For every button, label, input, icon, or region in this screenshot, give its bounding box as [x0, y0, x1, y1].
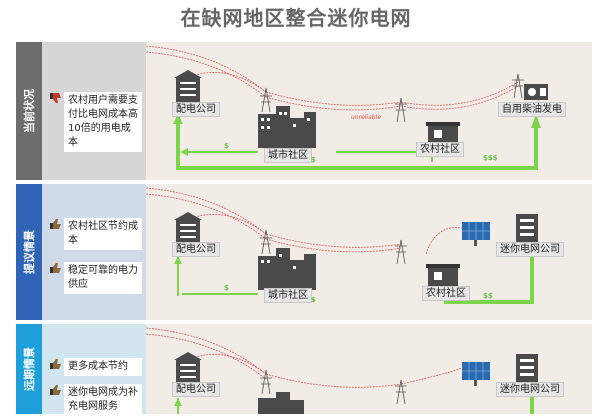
rural-house-icon — [426, 122, 460, 144]
label-utility: 配电公司 — [172, 382, 220, 397]
rural-house-icon — [426, 264, 460, 286]
row-side-label: 提议情景 — [23, 230, 36, 274]
money-label: $ — [224, 142, 229, 150]
note-item: 更多成本节约 — [50, 358, 142, 376]
row-side-bar: 远期情景 — [16, 324, 42, 414]
minigrid-building-icon — [516, 214, 538, 242]
money-label: $ — [311, 156, 316, 164]
transmission-tower-icon — [260, 229, 407, 265]
label-rural: 农村社区 — [416, 142, 464, 157]
transmission-tower-icon — [260, 369, 407, 405]
note-item: 农村社区节约成本 — [50, 218, 142, 250]
thumbs-up-icon — [50, 358, 64, 376]
transmission-tower-icon — [260, 73, 524, 123]
utility-building-icon — [174, 212, 202, 244]
money-label: $ — [224, 284, 229, 292]
scenario-panel: 配电公司 城市社区 农村社区 自用柴油发电 unreliable $ $ $$$ — [146, 42, 592, 180]
row-side-bar: 提议情景 — [16, 184, 42, 320]
solar-panel-icon — [462, 362, 490, 386]
row-side-bar: 当前状况 — [16, 42, 42, 180]
thumbs-up-icon — [50, 384, 64, 416]
scenario-diagram — [146, 187, 538, 304]
utility-building-icon — [174, 352, 202, 384]
row-side-label: 远期情景 — [23, 347, 36, 391]
city-buildings-icon — [258, 392, 304, 414]
note-text: 更多成本节约 — [64, 358, 142, 376]
scenario-diagram — [146, 327, 538, 414]
note-item: 稳定可靠的电力供应 — [50, 262, 142, 294]
row-side-label: 当前状况 — [23, 89, 36, 133]
label-utility: 配电公司 — [172, 102, 220, 117]
label-right: 迷你电网公司 — [496, 382, 564, 397]
row-future-scenario: 远期情景 更多成本节约 迷你电网成为补充电网服务 — [16, 324, 592, 416]
note-item: 农村用户需要支付比电网成本高10倍的用电成本 — [50, 92, 142, 152]
thumbs-up-icon — [50, 262, 64, 294]
money-label: $ — [311, 296, 316, 304]
row-current-situation: 当前状况 农村用户需要支付比电网成本高10倍的用电成本 — [16, 42, 592, 180]
diesel-generator-icon — [524, 84, 548, 100]
note-text: 稳定可靠的电力供应 — [64, 262, 142, 294]
label-right: 自用柴油发电 — [498, 102, 566, 117]
label-utility: 配电公司 — [172, 242, 220, 257]
note-text: 迷你电网成为补充电网服务 — [64, 384, 142, 416]
note-text: 农村用户需要支付比电网成本高10倍的用电成本 — [64, 92, 142, 152]
money-label: $$$ — [483, 154, 498, 162]
note-item: 迷你电网成为补充电网服务 — [50, 384, 142, 416]
scenario-panel: 配电公司 城市社区 农村社区 迷你电网公司 $ $ $$ — [146, 184, 592, 320]
utility-building-icon — [174, 70, 202, 102]
thumbs-up-icon — [50, 218, 64, 250]
row-notes: 农村用户需要支付比电网成本高10倍的用电成本 — [42, 42, 146, 180]
thumbs-down-icon — [50, 92, 64, 152]
scenario-diagram — [146, 45, 548, 170]
row-notes: 更多成本节约 迷你电网成为补充电网服务 — [42, 324, 146, 416]
note-text: 农村社区节约成本 — [64, 218, 142, 250]
label-city: 城市社区 — [264, 288, 312, 303]
row-notes: 农村社区节约成本 稳定可靠的电力供应 — [42, 184, 146, 320]
label-right: 迷你电网公司 — [496, 242, 564, 257]
solar-panel-icon — [462, 222, 490, 246]
scenario-panel: 配电公司 迷你电网公司 — [146, 324, 592, 414]
minigrid-building-icon — [516, 354, 538, 382]
row-proposed-scenario: 提议情景 农村社区节约成本 稳定可靠的电力供应 — [16, 184, 592, 320]
unreliable-label: unreliable — [351, 114, 381, 121]
page-title: 在缺网地区整合迷你电网 — [180, 6, 412, 30]
city-buildings-icon — [258, 106, 316, 148]
label-city: 城市社区 — [264, 148, 312, 163]
city-buildings-icon — [258, 248, 316, 290]
label-rural: 农村社区 — [422, 286, 470, 301]
money-label: $$ — [483, 292, 493, 300]
